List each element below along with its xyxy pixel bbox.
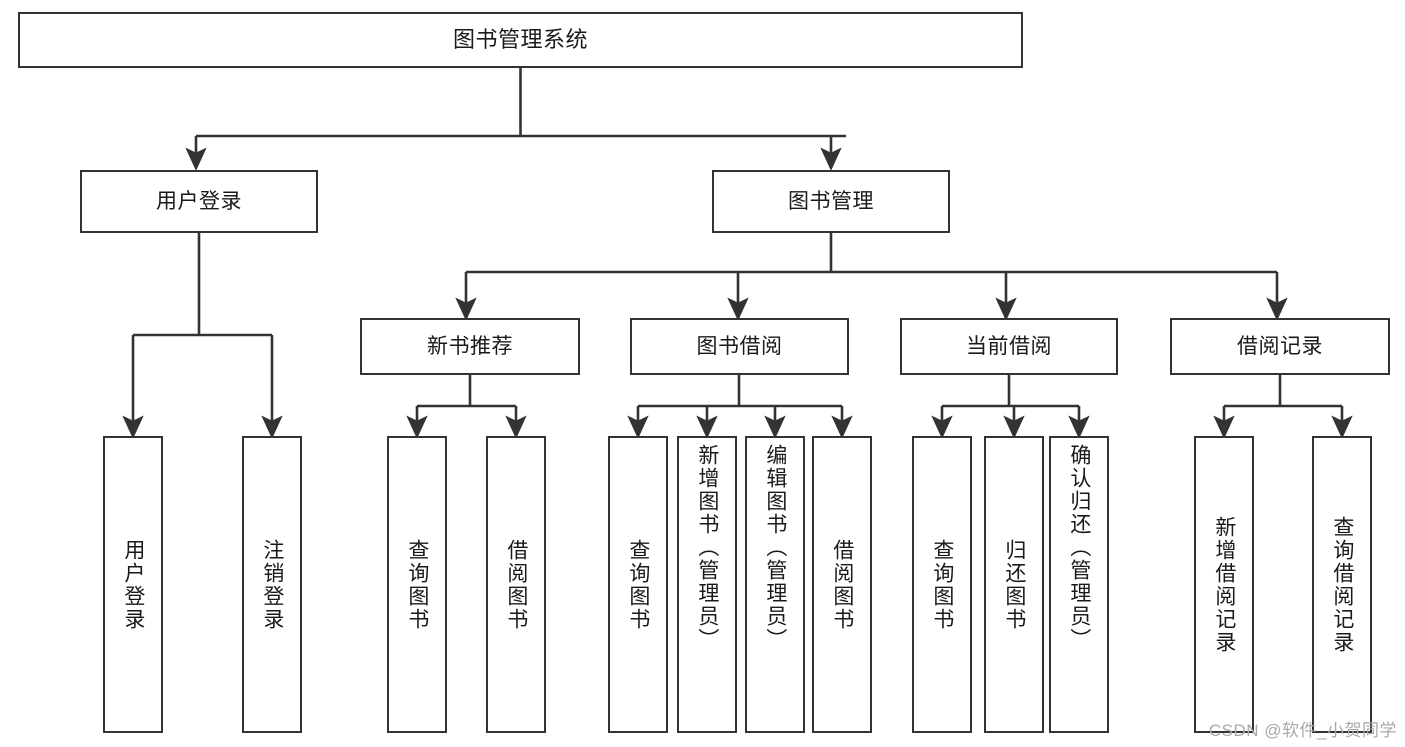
node-label: 新增图书（管理员） [695, 444, 719, 651]
watermark-text: CSDN @软件_小贺同学 [1208, 721, 1397, 740]
node-label: 图书管理系统 [452, 26, 588, 52]
node-label: 用户登录 [156, 189, 242, 213]
node-label: 编辑图书（管理员） [763, 444, 787, 651]
node-label: 注销登录 [260, 538, 284, 631]
node-label: 借阅图书 [504, 538, 528, 631]
leaf-return-book[interactable]: 归还图书 [984, 436, 1044, 733]
node-new-book-recommend[interactable]: 新书推荐 [360, 318, 580, 375]
node-label: 确认归还（管理员） [1067, 444, 1091, 651]
node-borrow-record[interactable]: 借阅记录 [1170, 318, 1390, 375]
leaf-user-logout[interactable]: 注销登录 [242, 436, 302, 733]
node-book-management[interactable]: 图书管理 [712, 170, 950, 233]
node-label: 归还图书 [1002, 538, 1026, 631]
leaf-add-book[interactable]: 新增图书（管理员） [677, 436, 737, 733]
leaf-query-book-3[interactable]: 查询图书 [912, 436, 972, 733]
node-book-borrow[interactable]: 图书借阅 [630, 318, 849, 375]
node-user-login[interactable]: 用户登录 [80, 170, 318, 233]
node-label: 查询借阅记录 [1330, 515, 1354, 654]
node-label: 用户登录 [121, 538, 145, 631]
node-label: 查询图书 [626, 538, 650, 631]
node-label: 查询图书 [405, 538, 429, 631]
leaf-query-record[interactable]: 查询借阅记录 [1312, 436, 1372, 733]
leaf-edit-book[interactable]: 编辑图书（管理员） [745, 436, 805, 733]
node-current-borrow[interactable]: 当前借阅 [900, 318, 1118, 375]
node-label: 当前借阅 [966, 334, 1052, 358]
node-label: 借阅记录 [1237, 334, 1323, 358]
node-label: 图书借阅 [696, 334, 783, 358]
leaf-add-record[interactable]: 新增借阅记录 [1194, 436, 1254, 733]
leaf-borrow-book-1[interactable]: 借阅图书 [486, 436, 546, 733]
node-label: 新书推荐 [427, 334, 513, 358]
leaf-borrow-book-2[interactable]: 借阅图书 [812, 436, 872, 733]
leaf-query-book-2[interactable]: 查询图书 [608, 436, 668, 733]
leaf-query-book-1[interactable]: 查询图书 [387, 436, 447, 733]
node-label: 图书管理 [788, 189, 874, 213]
leaf-confirm-return[interactable]: 确认归还（管理员） [1049, 436, 1109, 733]
node-root-book-management-system[interactable]: 图书管理系统 [18, 12, 1023, 68]
node-label: 借阅图书 [830, 538, 854, 631]
node-label: 查询图书 [930, 538, 954, 631]
leaf-user-login[interactable]: 用户登录 [103, 436, 163, 733]
node-label: 新增借阅记录 [1212, 515, 1236, 654]
